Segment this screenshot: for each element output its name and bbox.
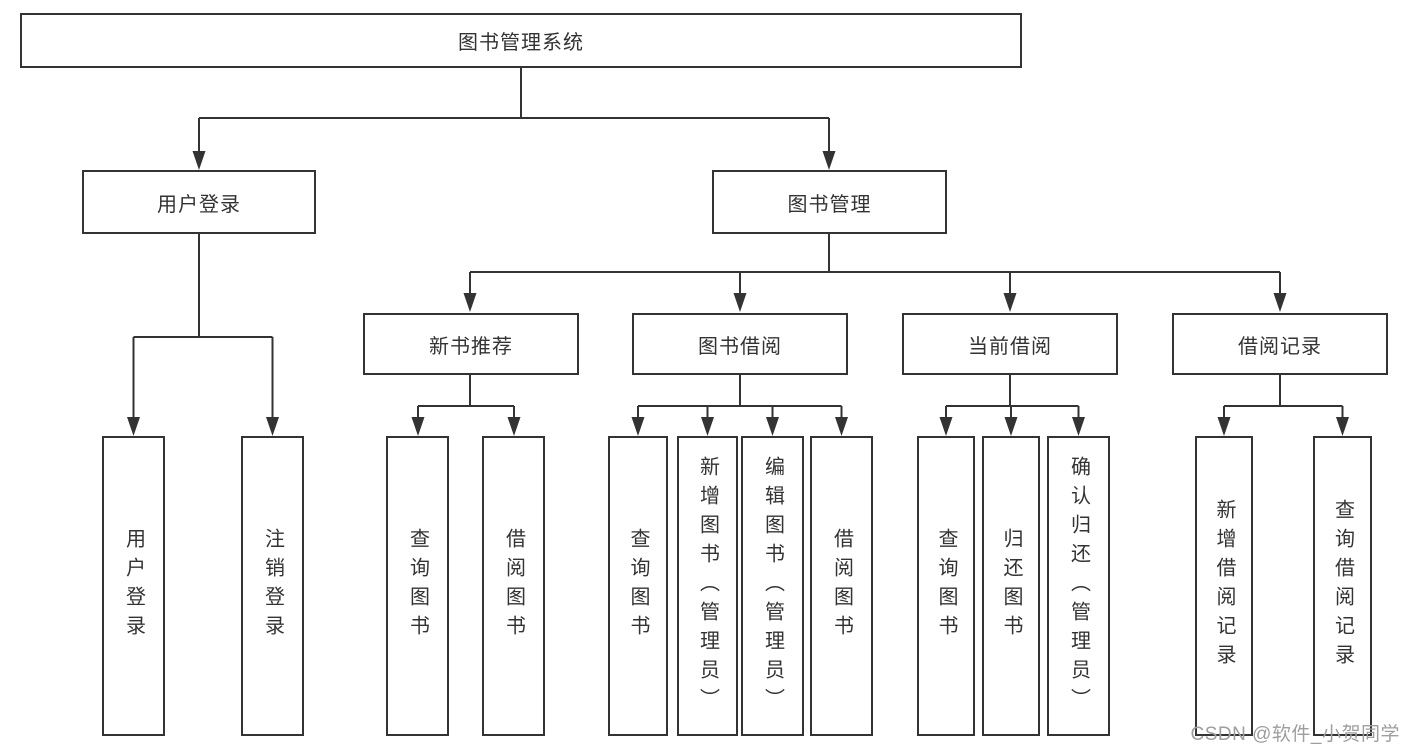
connector-book-borrow-to-leaves [631, 375, 848, 436]
leaf-confirm-return-admin: 确认归还（管理员） [1047, 436, 1110, 736]
node-new-book-recommend: 新书推荐 [363, 313, 579, 375]
connector-book-management-to-level3 [463, 234, 1287, 312]
leaf-logout-login: 注销登录 [241, 436, 304, 736]
connector-borrow-records-to-leaves [1217, 375, 1349, 436]
leaf-query-borrow-record: 查询借阅记录 [1313, 436, 1372, 736]
leaf-edit-book-admin: 编辑图书（管理员） [741, 436, 804, 736]
connector-new-book-recommend-to-leaves [411, 375, 521, 436]
leaf-recommend-borrow-books: 借阅图书 [482, 436, 545, 736]
node-book-borrow: 图书借阅 [632, 313, 848, 375]
node-root: 图书管理系统 [20, 13, 1022, 68]
connector-user-login-to-leaves [127, 234, 279, 436]
node-user-login: 用户登录 [82, 170, 316, 234]
leaf-current-query-books: 查询图书 [917, 436, 975, 736]
leaf-borrow-query-books: 查询图书 [608, 436, 668, 736]
connector-current-borrow-to-leaves [939, 375, 1085, 436]
leaf-add-book-admin: 新增图书（管理员） [677, 436, 738, 736]
watermark: CSDN @软件_小贺同学 [1190, 724, 1400, 745]
leaf-borrow-borrow-books: 借阅图书 [810, 436, 873, 736]
leaf-add-borrow-record: 新增借阅记录 [1195, 436, 1253, 736]
node-book-management: 图书管理 [712, 170, 947, 234]
leaf-user-login: 用户登录 [102, 436, 165, 736]
node-current-borrow: 当前借阅 [902, 313, 1118, 375]
node-borrow-records: 借阅记录 [1172, 313, 1388, 375]
leaf-recommend-query-books: 查询图书 [386, 436, 449, 736]
connector-root-to-level2 [192, 68, 836, 170]
leaf-return-books: 归还图书 [982, 436, 1040, 736]
